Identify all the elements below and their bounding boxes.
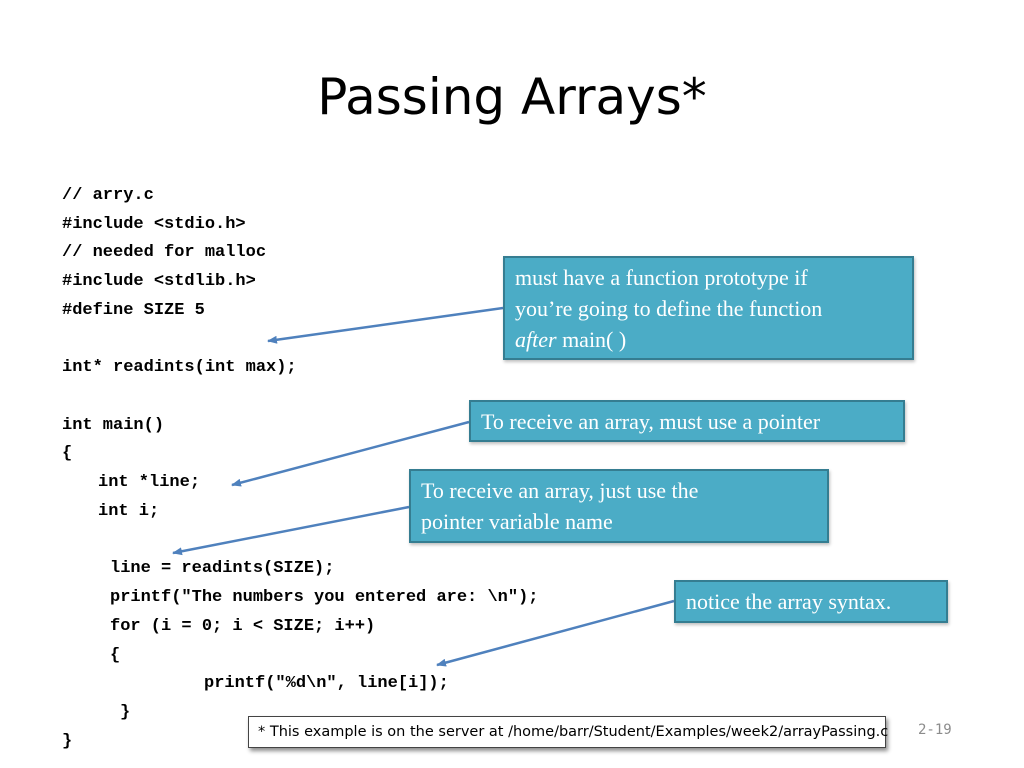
callout-array-syntax-text: notice the array syntax. bbox=[686, 589, 892, 614]
slide-title: Passing Arrays* bbox=[317, 68, 707, 126]
callout-prototype-line2: you’re going to define the function bbox=[515, 296, 823, 321]
callout-prototype-line3: after main( ) bbox=[515, 324, 902, 355]
callout-pointer-name-line1: To receive an array, just use the bbox=[421, 478, 699, 503]
code-line: // needed for malloc bbox=[62, 243, 267, 262]
arrow-array-syntax bbox=[436, 599, 675, 667]
code-line: for (i = 0; i < SIZE; i++) bbox=[110, 617, 376, 636]
code-line: // arry.c bbox=[62, 186, 154, 205]
callout-prototype-after: after bbox=[515, 327, 557, 352]
code-line: } bbox=[120, 703, 131, 722]
arrow-receive-pointer bbox=[231, 420, 470, 487]
callout-array-syntax: notice the array syntax. bbox=[674, 580, 948, 623]
arrow-pointer-name bbox=[172, 505, 410, 556]
code-line: #include <stdio.h> bbox=[62, 215, 246, 234]
callout-receive-pointer: To receive an array, must use a pointer bbox=[469, 400, 905, 442]
code-line: int i; bbox=[98, 502, 160, 521]
code-line: int *line; bbox=[98, 473, 201, 492]
code-line: int* readints(int max); bbox=[62, 358, 297, 377]
code-line: int main() bbox=[62, 416, 165, 435]
code-line: printf("%d\n", line[i]); bbox=[204, 674, 449, 693]
callout-pointer-name: To receive an array, just use the pointe… bbox=[409, 469, 829, 543]
code-line: { bbox=[110, 646, 121, 665]
arrow-prototype bbox=[267, 306, 504, 344]
code-line: { bbox=[62, 444, 73, 463]
callout-prototype-main: main( ) bbox=[556, 327, 627, 352]
callout-prototype: must have a function prototype if you’re… bbox=[503, 256, 914, 360]
callout-pointer-name-line2: pointer variable name bbox=[421, 509, 613, 534]
code-line: line = readints(SIZE); bbox=[110, 559, 335, 578]
code-line: #include <stdlib.h> bbox=[62, 272, 256, 291]
code-line: #define SIZE 5 bbox=[62, 301, 205, 320]
slide-number: 2-19 bbox=[918, 722, 952, 738]
code-line: } bbox=[62, 732, 73, 751]
code-line: printf("The numbers you entered are: \n"… bbox=[110, 588, 539, 607]
footnote: * This example is on the server at /home… bbox=[248, 716, 888, 748]
callout-prototype-line1: must have a function prototype if bbox=[515, 265, 808, 290]
callout-receive-pointer-text: To receive an array, must use a pointer bbox=[481, 409, 821, 434]
